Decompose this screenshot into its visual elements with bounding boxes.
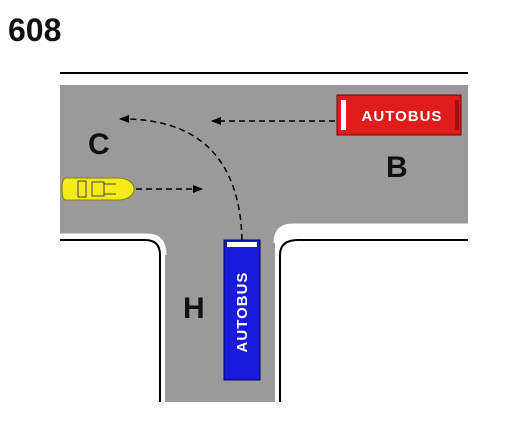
red-bus-label: AUTOBUS — [362, 108, 443, 125]
blue-bus: AUTOBUS — [223, 239, 261, 381]
blue-bus-label: AUTOBUS — [234, 272, 251, 353]
label-b: B — [386, 151, 408, 184]
road — [60, 85, 468, 402]
right-curb — [279, 239, 468, 402]
question-number: 608 — [8, 12, 62, 48]
label-h: H — [183, 292, 205, 325]
red-bus: AUTOBUS — [336, 94, 462, 136]
left-curb — [60, 239, 161, 402]
yellow-car — [61, 177, 135, 201]
right-curb-inner — [273, 223, 468, 244]
label-c: C — [88, 128, 110, 161]
left-curb-inner — [60, 233, 167, 256]
